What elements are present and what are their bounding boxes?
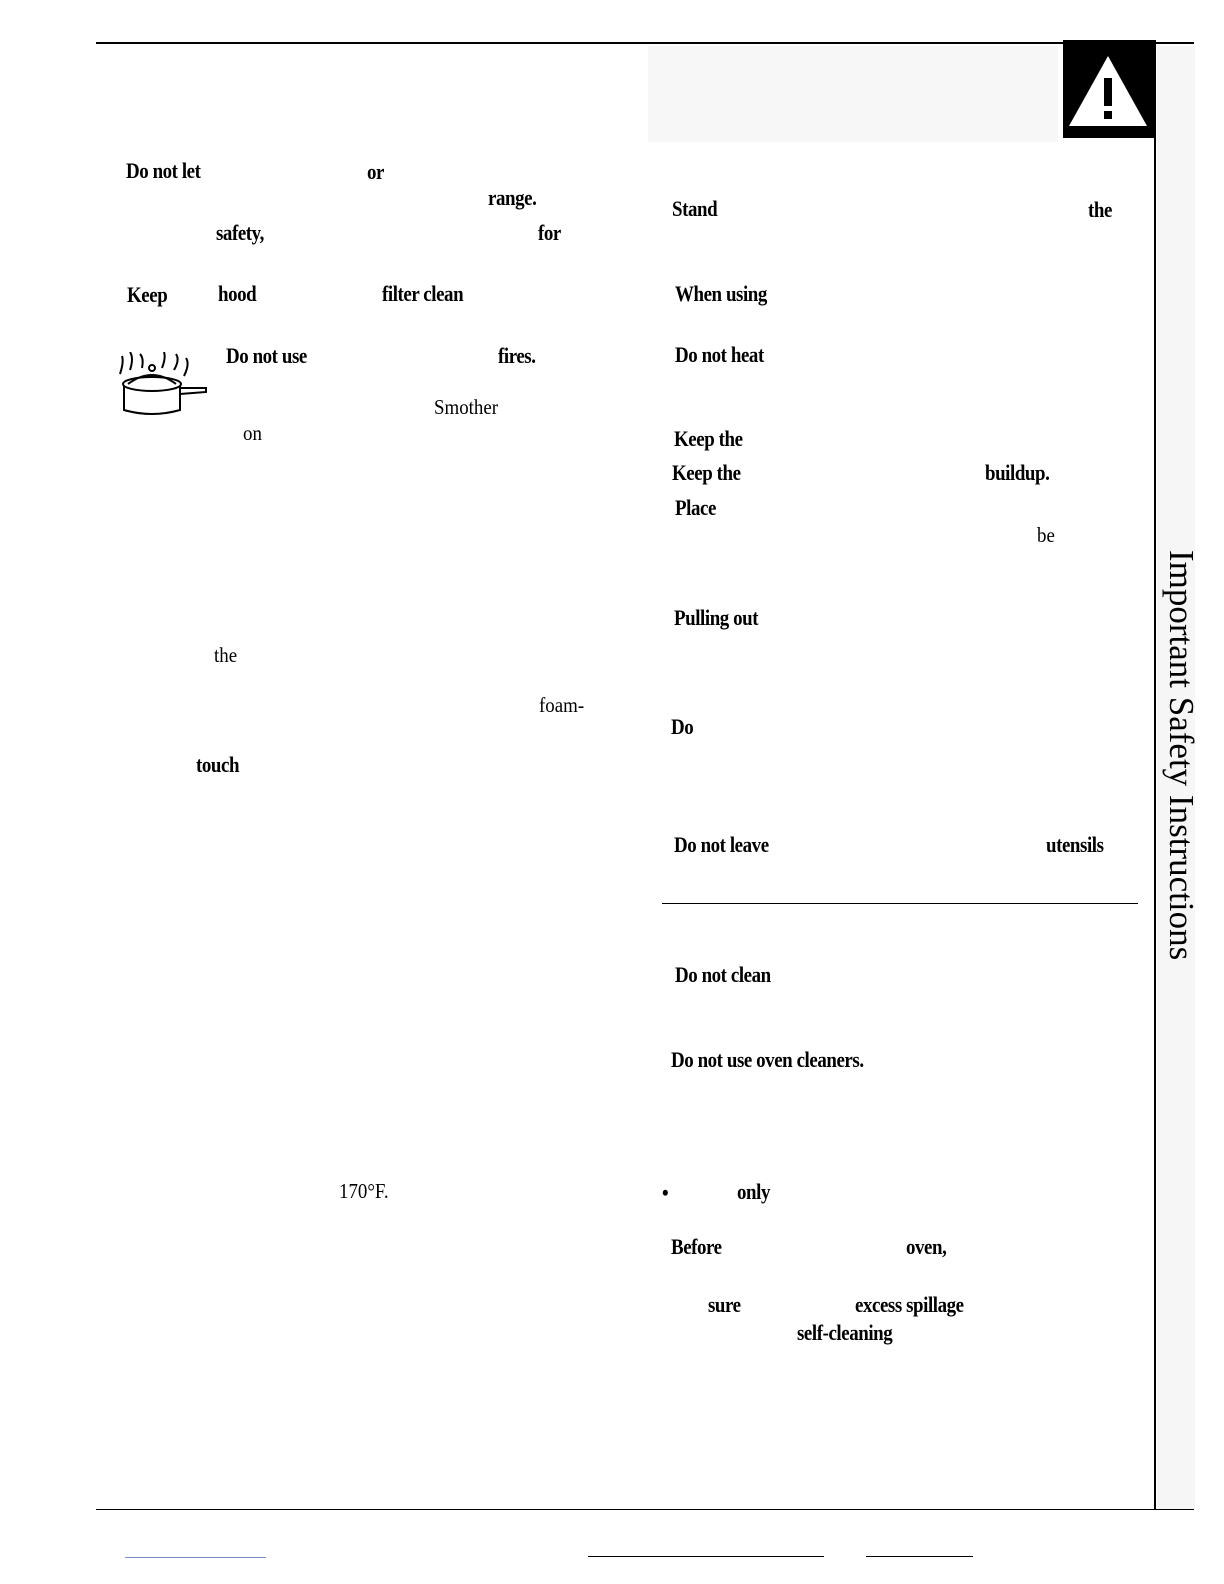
text-smother: Smother xyxy=(434,395,499,419)
text-filter-clean: filter clean xyxy=(382,281,464,306)
text-touch: touch xyxy=(196,752,240,777)
text-temp: 170°F. xyxy=(339,1179,389,1203)
footer-line-right xyxy=(866,1556,973,1557)
footer-line-left xyxy=(125,1557,266,1558)
text-do-not-clean: Do not clean xyxy=(675,962,771,987)
text-hood: hood xyxy=(218,281,257,306)
text-be: be xyxy=(1037,523,1055,547)
sidebar-band xyxy=(1157,46,1195,1510)
text-the-left: the xyxy=(214,643,238,667)
text-oven: oven, xyxy=(906,1234,947,1259)
text-keep: Keep xyxy=(127,282,168,307)
text-bullet: • xyxy=(662,1180,669,1205)
text-when-using: When using xyxy=(675,281,767,306)
text-keep-the-1: Keep the xyxy=(674,426,743,451)
text-utensils: utensils xyxy=(1046,832,1104,857)
section-divider xyxy=(662,903,1138,904)
warning-panel xyxy=(1063,40,1154,138)
text-only: only xyxy=(737,1179,770,1204)
text-safety: safety, xyxy=(216,220,264,245)
text-do-not-use: Do not use xyxy=(226,343,307,368)
text-sure: sure xyxy=(708,1292,741,1317)
warning-triangle-icon xyxy=(1069,56,1147,126)
sidebar-title: Important Safety Instructions xyxy=(1162,550,1201,961)
vertical-rule xyxy=(1154,40,1156,1510)
text-self-cleaning: self-cleaning xyxy=(797,1320,893,1345)
text-foam: foam- xyxy=(539,693,585,717)
footer-line-mid xyxy=(588,1556,824,1557)
text-do-not-leave: Do not leave xyxy=(674,832,769,857)
top-rule xyxy=(96,42,1194,44)
text-do-not-use-oven-cleaners: Do not use oven cleaners. xyxy=(671,1047,864,1072)
text-stand: Stand xyxy=(672,196,718,221)
text-range: range. xyxy=(488,185,537,210)
text-the-right: the xyxy=(1088,197,1112,222)
text-or: or xyxy=(367,159,384,184)
text-place: Place xyxy=(675,495,716,520)
text-do: Do xyxy=(671,714,694,739)
text-fires: fires. xyxy=(498,343,536,368)
text-excess-spillage: excess spillage xyxy=(855,1292,964,1317)
pot-on-fire-icon xyxy=(119,352,207,415)
header-band xyxy=(648,46,1058,142)
text-for: for xyxy=(538,220,561,245)
text-before: Before xyxy=(671,1234,722,1259)
text-on: on xyxy=(243,421,262,445)
text-pulling-out: Pulling out xyxy=(674,605,759,630)
text-buildup: buildup. xyxy=(985,460,1050,485)
text-do-not-let: Do not let xyxy=(126,158,201,183)
text-do-not-heat: Do not heat xyxy=(675,342,764,367)
bottom-rule xyxy=(96,1509,1194,1510)
text-keep-the-2: Keep the xyxy=(672,460,741,485)
